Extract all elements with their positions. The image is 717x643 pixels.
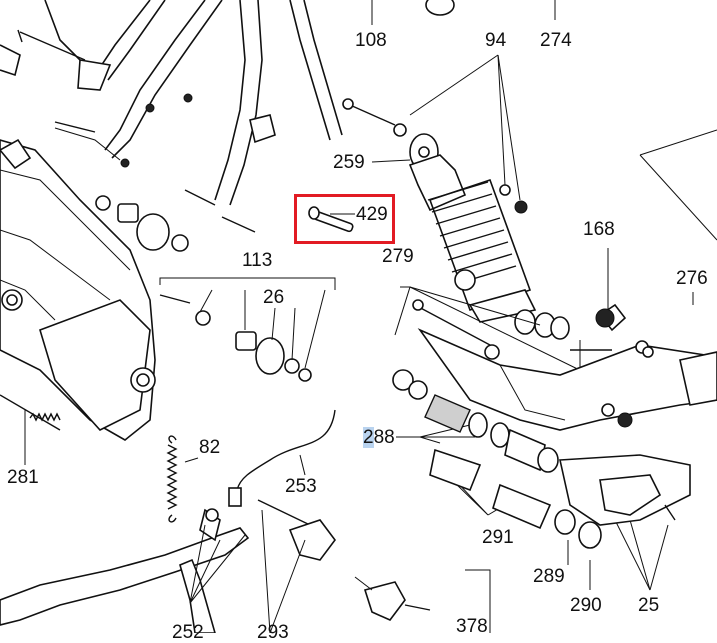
- frame-assembly: [0, 0, 343, 206]
- label-26[interactable]: 26: [263, 287, 285, 308]
- label-288-rest: 88: [373, 427, 395, 448]
- bracket-378: [354, 569, 491, 633]
- selected-part-highlight[interactable]: [294, 194, 395, 244]
- bushing-stack-upper: [54, 93, 256, 252]
- stud-281: [0, 394, 61, 465]
- label-289[interactable]: 289: [533, 566, 565, 587]
- label-168[interactable]: 168: [583, 219, 615, 240]
- label-113[interactable]: 113: [242, 250, 273, 271]
- swingarm-276: [417, 303, 717, 526]
- label-288[interactable]: 288: [363, 427, 395, 448]
- cable-253: [228, 409, 336, 507]
- label-279[interactable]: 279: [382, 246, 414, 267]
- label-291[interactable]: 291: [482, 527, 514, 548]
- label-281[interactable]: 281: [7, 467, 39, 488]
- bolt-kit-113: [159, 277, 336, 382]
- bracket-293: [257, 499, 336, 634]
- label-274[interactable]: 274: [540, 30, 572, 51]
- label-276[interactable]: 276: [676, 268, 708, 289]
- shock-absorber-259: [342, 98, 570, 340]
- label-378[interactable]: 378: [456, 616, 488, 637]
- spring-82: [166, 435, 199, 523]
- swingarm-mount-block: [0, 138, 156, 441]
- label-253[interactable]: 253: [285, 476, 317, 497]
- label-25[interactable]: 25: [638, 595, 660, 616]
- label-429[interactable]: 429: [356, 204, 388, 225]
- label-290[interactable]: 290: [570, 595, 602, 616]
- label-108[interactable]: 108: [355, 30, 387, 51]
- label-259[interactable]: 259: [333, 152, 365, 173]
- pin-429: [308, 206, 354, 233]
- side-stand-252: [0, 508, 250, 634]
- sleeve-set-288-291: [392, 299, 602, 549]
- label-82[interactable]: 82: [199, 437, 221, 458]
- label-288-selected-char: 2: [363, 427, 374, 448]
- label-94[interactable]: 94: [485, 30, 507, 51]
